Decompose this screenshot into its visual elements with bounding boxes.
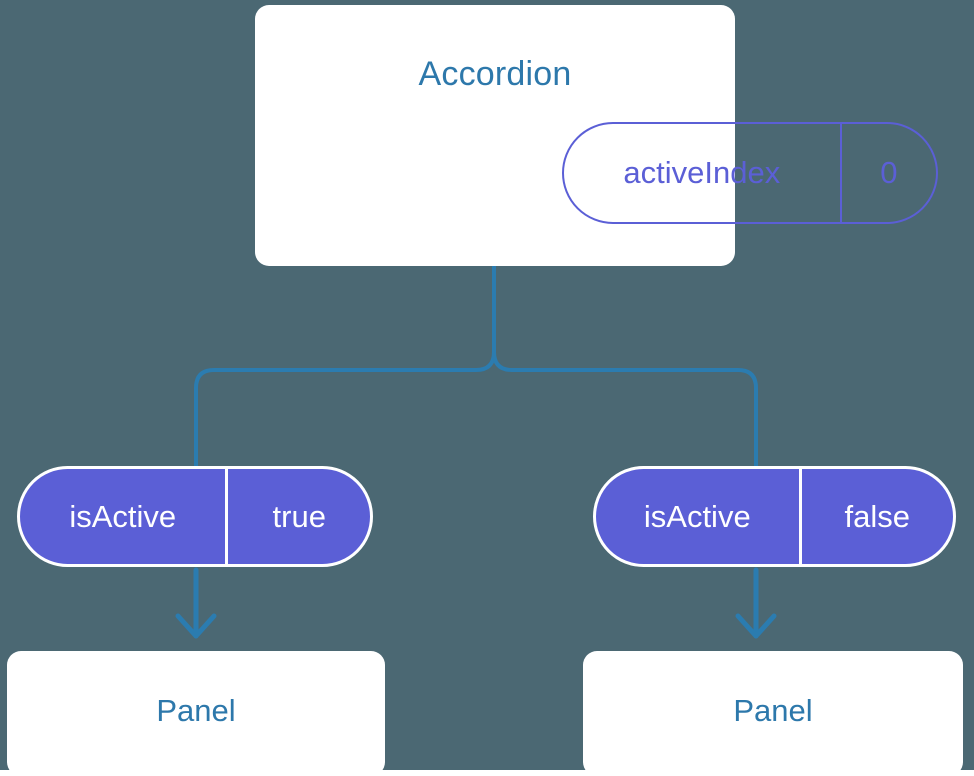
connector-root-branch-right xyxy=(492,264,758,470)
state-pill-active-index[interactable]: activeIndex 0 xyxy=(562,122,938,224)
arrow-right-head-icon xyxy=(735,613,777,639)
connector-root-stem xyxy=(194,264,496,470)
prop-pill-value: true xyxy=(272,498,326,534)
component-title-panel-left: Panel xyxy=(156,693,236,728)
component-title-panel-right: Panel xyxy=(733,693,813,728)
arrow-left-head-icon xyxy=(175,613,217,639)
prop-pill-is-active-right[interactable]: isActive false xyxy=(593,466,956,567)
prop-pill-is-active-left[interactable]: isActive true xyxy=(17,466,373,567)
state-pill-key: activeIndex xyxy=(564,124,842,222)
component-card-panel-right[interactable]: Panel xyxy=(583,651,963,776)
component-title-accordion: Accordion xyxy=(418,55,572,93)
prop-pill-value: false xyxy=(844,498,911,534)
component-card-accordion[interactable]: Accordion activeIndex 0 xyxy=(255,5,938,266)
state-pill-value: 0 xyxy=(880,155,898,190)
prop-pill-key: isActive xyxy=(20,469,229,564)
component-card-panel-left[interactable]: Panel xyxy=(7,651,385,776)
prop-pill-key: isActive xyxy=(596,469,802,564)
